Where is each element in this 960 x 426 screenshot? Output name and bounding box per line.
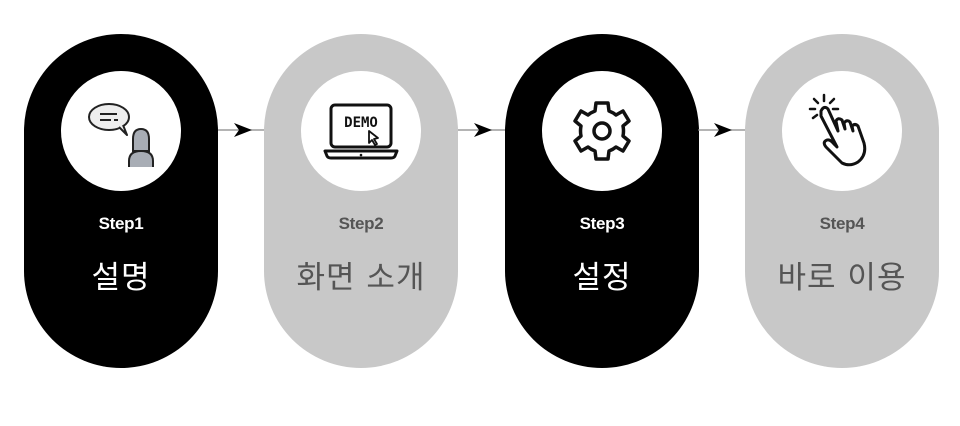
step-1-title: 설명 bbox=[91, 260, 151, 296]
step-4-card: Step4 바로 이용 bbox=[745, 34, 939, 368]
step-3-title: 설정 bbox=[572, 260, 632, 296]
step-2-icon-circle: DEMO bbox=[301, 71, 421, 191]
arrow-right-icon bbox=[458, 123, 506, 137]
arrow-right-icon bbox=[218, 123, 266, 137]
step-4-icon-circle bbox=[782, 71, 902, 191]
step-3-label: Step3 bbox=[579, 214, 625, 233]
step-2-card: DEMO Step2 화면 소개 bbox=[264, 34, 458, 368]
step-1-icon-circle bbox=[61, 71, 181, 191]
step-3-icon-circle bbox=[542, 71, 662, 191]
hand-tap-icon bbox=[808, 93, 867, 167]
demo-text: DEMO bbox=[344, 115, 378, 131]
step-1-card: Step1 설명 bbox=[24, 34, 218, 368]
arrow-connector-2 bbox=[458, 120, 506, 140]
step-2-label: Step2 bbox=[338, 214, 384, 233]
step-4-label: Step4 bbox=[819, 214, 865, 233]
step-3-card: Step3 설정 bbox=[505, 34, 699, 368]
laptop-demo-icon: DEMO bbox=[323, 103, 399, 160]
step-2-title: 화면 소개 bbox=[296, 260, 426, 296]
step-1-label: Step1 bbox=[98, 214, 144, 233]
gear-icon bbox=[573, 101, 631, 161]
arrow-connector-1 bbox=[218, 120, 266, 140]
step-4-title: 바로 이용 bbox=[777, 260, 907, 296]
arrow-right-icon bbox=[698, 123, 746, 137]
arrow-connector-3 bbox=[698, 120, 746, 140]
presenter-speech-bubble-icon bbox=[88, 103, 154, 167]
